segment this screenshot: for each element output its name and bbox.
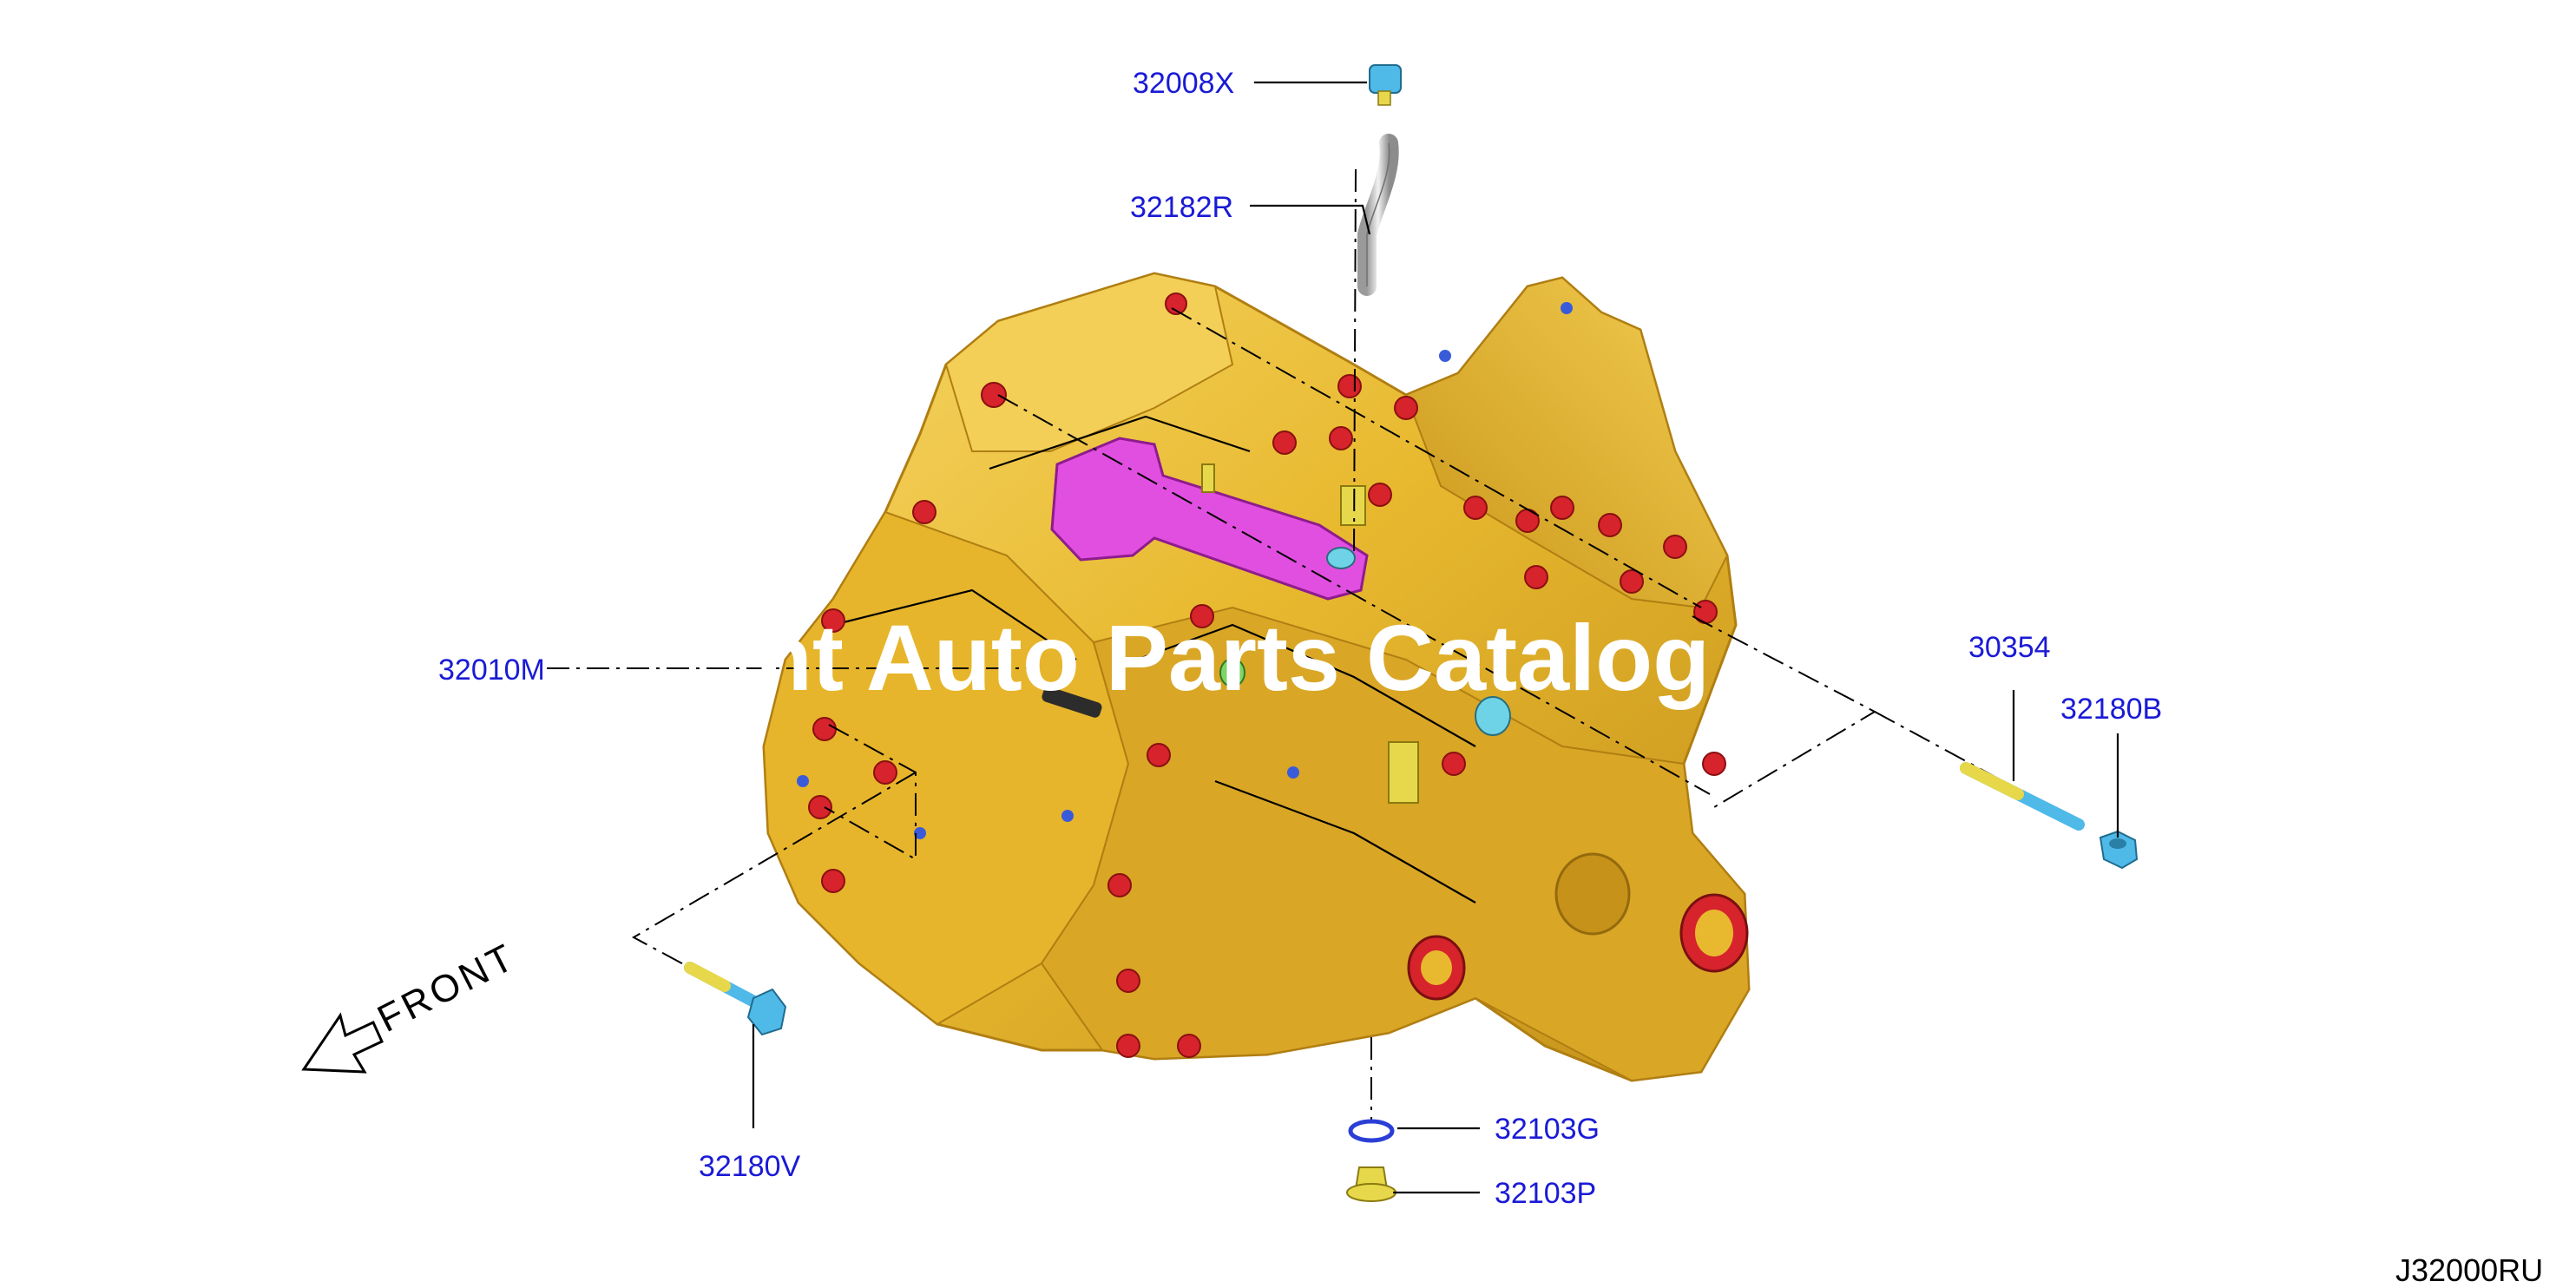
transmission-housing bbox=[762, 272, 1751, 1082]
label-32103G[interactable]: 32103G bbox=[1495, 1113, 1600, 1146]
front-direction-indicator: FRONT bbox=[301, 935, 522, 1074]
front-label: FRONT bbox=[371, 935, 522, 1041]
label-30354[interactable]: 30354 bbox=[1968, 631, 2051, 664]
housing-blue-markers bbox=[797, 302, 1573, 839]
front-arrow-icon bbox=[301, 1012, 384, 1074]
o-ring-32103G[interactable] bbox=[1348, 1119, 1395, 1143]
shift-bracket bbox=[1050, 437, 1369, 601]
part-labels: 32008X 32182R 32010M 30354 32180B 32180V… bbox=[438, 67, 2162, 1210]
label-32182R[interactable]: 32182R bbox=[1130, 191, 1233, 224]
label-32103P[interactable]: 32103P bbox=[1495, 1177, 1596, 1210]
label-32008X[interactable]: 32008X bbox=[1133, 67, 1234, 100]
breather-cap-32008X[interactable] bbox=[1369, 64, 1402, 106]
drain-plug-32103P[interactable] bbox=[1346, 1166, 1396, 1202]
stud-bolt-30354[interactable] bbox=[1960, 762, 2085, 831]
diagram-reference-code: J32000RU bbox=[2395, 1252, 2543, 1288]
leader-lines bbox=[752, 81, 2119, 1194]
bolt-32180V[interactable] bbox=[684, 962, 787, 1036]
label-32180V[interactable]: 32180V bbox=[699, 1150, 801, 1183]
label-32180B[interactable]: 32180B bbox=[2060, 693, 2162, 726]
watermark-text: nt Auto Parts Catalog bbox=[755, 605, 1710, 710]
label-32010M[interactable]: 32010M bbox=[438, 654, 545, 687]
breather-tube-32182R[interactable] bbox=[1357, 134, 1399, 296]
